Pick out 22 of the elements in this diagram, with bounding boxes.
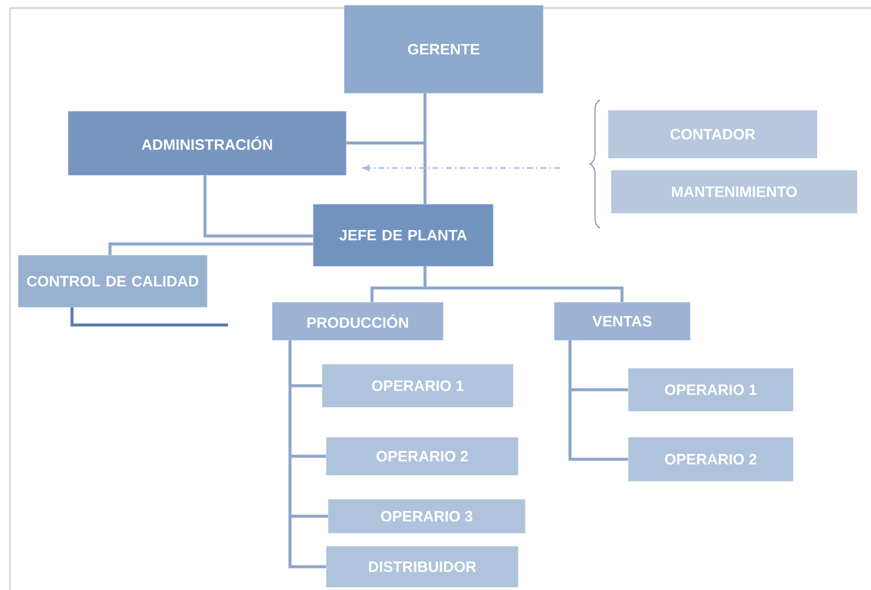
org-box: DISTRIBUIDOR [326, 546, 518, 588]
connector-line [108, 242, 313, 255]
org-box: MANTENIMIENTO [611, 170, 858, 214]
org-box: OPERARIO 3 [328, 499, 526, 534]
org-box: JEFE DE PLANTA [313, 204, 494, 266]
org-box: OPERARIO 2 [628, 437, 794, 482]
org-box: PRODUCCIÓN [272, 302, 444, 340]
connector-line [70, 307, 228, 326]
org-box: GERENTE [344, 5, 544, 94]
org-box: OPERARIO 1 [628, 368, 794, 412]
connector-line [288, 340, 326, 568]
connector-line [568, 340, 628, 461]
connector-line [204, 175, 313, 238]
org-box: OPERARIO 2 [326, 437, 518, 476]
org-box: ADMINISTRACIÓN [68, 111, 346, 176]
connector-line [346, 93, 426, 144]
org-box: VENTAS [554, 302, 690, 340]
org-box: CONTADOR [608, 110, 818, 158]
org-box: OPERARIO 1 [322, 364, 514, 408]
connector-line [424, 266, 624, 302]
arrow [362, 165, 560, 171]
org-box: CONTROL DE CALIDAD [18, 255, 208, 308]
